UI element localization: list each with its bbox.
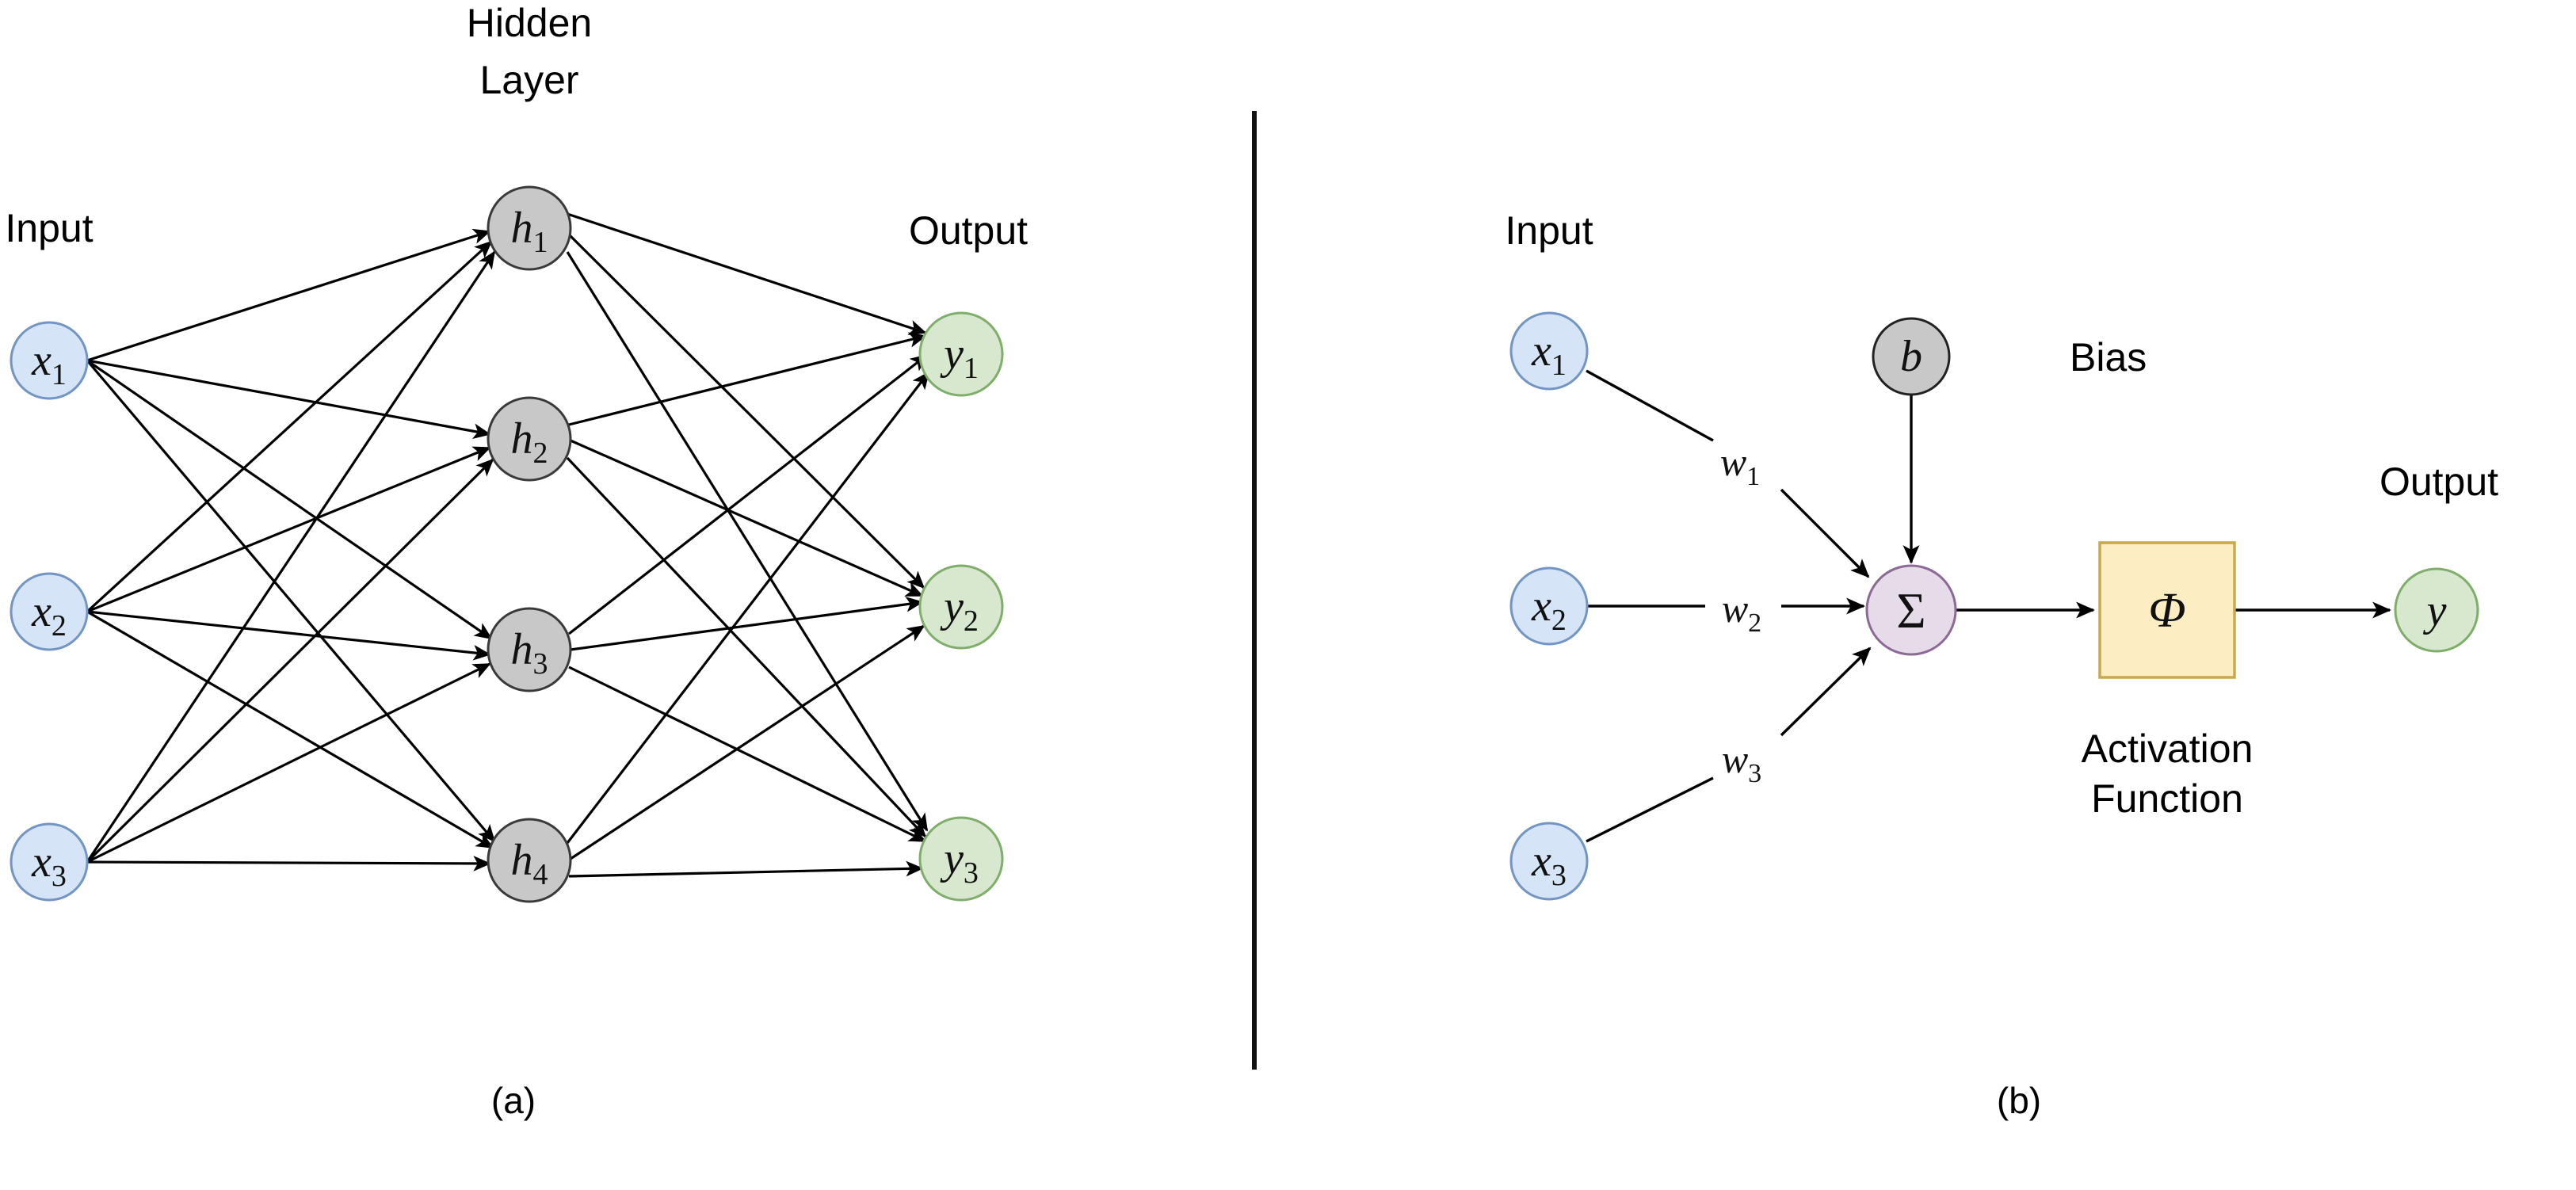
node-h3[interactable] xyxy=(487,607,572,692)
panel-b-input-nodes: x1 x2 x3 xyxy=(1509,311,1589,901)
activation-phi-symbol: Φ xyxy=(2148,584,2185,638)
node-h2[interactable] xyxy=(487,396,572,482)
panel-b-edges xyxy=(1586,369,2391,843)
weight-w2-label: w2 xyxy=(1722,586,1761,638)
node-h4[interactable] xyxy=(487,818,572,903)
node-x1-panel-b-label: x1 xyxy=(1531,326,1567,382)
panel-b-output-label: Output xyxy=(2379,460,2498,504)
node-y1[interactable] xyxy=(918,311,1004,397)
node-h1[interactable] xyxy=(487,185,572,271)
panel-a-output-nodes: y1 y2 y3 xyxy=(918,311,1004,902)
node-x3-panel-b[interactable] xyxy=(1509,822,1589,901)
panel-a-hidden-nodes: h1 h2 h3 h4 xyxy=(487,185,572,903)
panel-b-weight-labels: w1 w2 w3 xyxy=(1720,440,1761,788)
panel-a-hidden-layer-label-line2: Layer xyxy=(479,58,578,102)
panel-b-bias-label: Bias xyxy=(2070,335,2147,380)
node-y3[interactable] xyxy=(918,816,1004,902)
panel-a-input-nodes: x1 x2 x3 xyxy=(10,321,89,902)
node-y2[interactable] xyxy=(918,564,1004,650)
node-x1-label: x1 xyxy=(31,336,67,391)
panel-b-activation-label-line2: Function xyxy=(2091,776,2243,821)
panel-a-edges-input-hidden xyxy=(86,228,496,872)
node-x2-panel-a[interactable] xyxy=(10,572,89,651)
node-x1-panel-a[interactable] xyxy=(10,321,89,400)
panel-a-output-label: Output xyxy=(909,208,1028,253)
node-y-panel-b[interactable] xyxy=(2394,567,2479,653)
weight-w1-label: w1 xyxy=(1720,440,1760,491)
panel-a-edges-hidden-output xyxy=(566,212,930,878)
weight-w3-label: w3 xyxy=(1722,737,1761,788)
edge-x1-to-sum-seg1 xyxy=(1586,369,1714,442)
edge-x1-to-sum-seg2 xyxy=(1780,488,1870,578)
node-summation[interactable] xyxy=(1865,564,1957,656)
summation-symbol: Σ xyxy=(1896,582,1925,639)
node-y-panel-b-label: y xyxy=(2423,586,2447,635)
edge-x3-to-sum-seg2 xyxy=(1780,646,1872,737)
node-x2-panel-b[interactable] xyxy=(1509,566,1589,646)
panel-a-input-label: Input xyxy=(5,206,93,250)
edge-x3-to-sum-seg1 xyxy=(1586,776,1714,843)
panel-b-input-label: Input xyxy=(1505,208,1593,253)
panel-b-activation-label-line1: Activation xyxy=(2082,727,2254,771)
panel-a-caption: (a) xyxy=(491,1080,536,1121)
node-x1-panel-b[interactable] xyxy=(1509,311,1589,391)
activation-function-box[interactable] xyxy=(2098,541,2236,679)
node-y1-label: y1 xyxy=(940,330,979,385)
panel-b-caption: (b) xyxy=(1997,1080,2041,1121)
node-x3-panel-a[interactable] xyxy=(10,822,89,902)
node-bias[interactable] xyxy=(1872,317,1951,396)
node-bias-label: b xyxy=(1900,332,1922,381)
panel-a-hidden-layer-label-line1: Hidden xyxy=(467,1,592,45)
